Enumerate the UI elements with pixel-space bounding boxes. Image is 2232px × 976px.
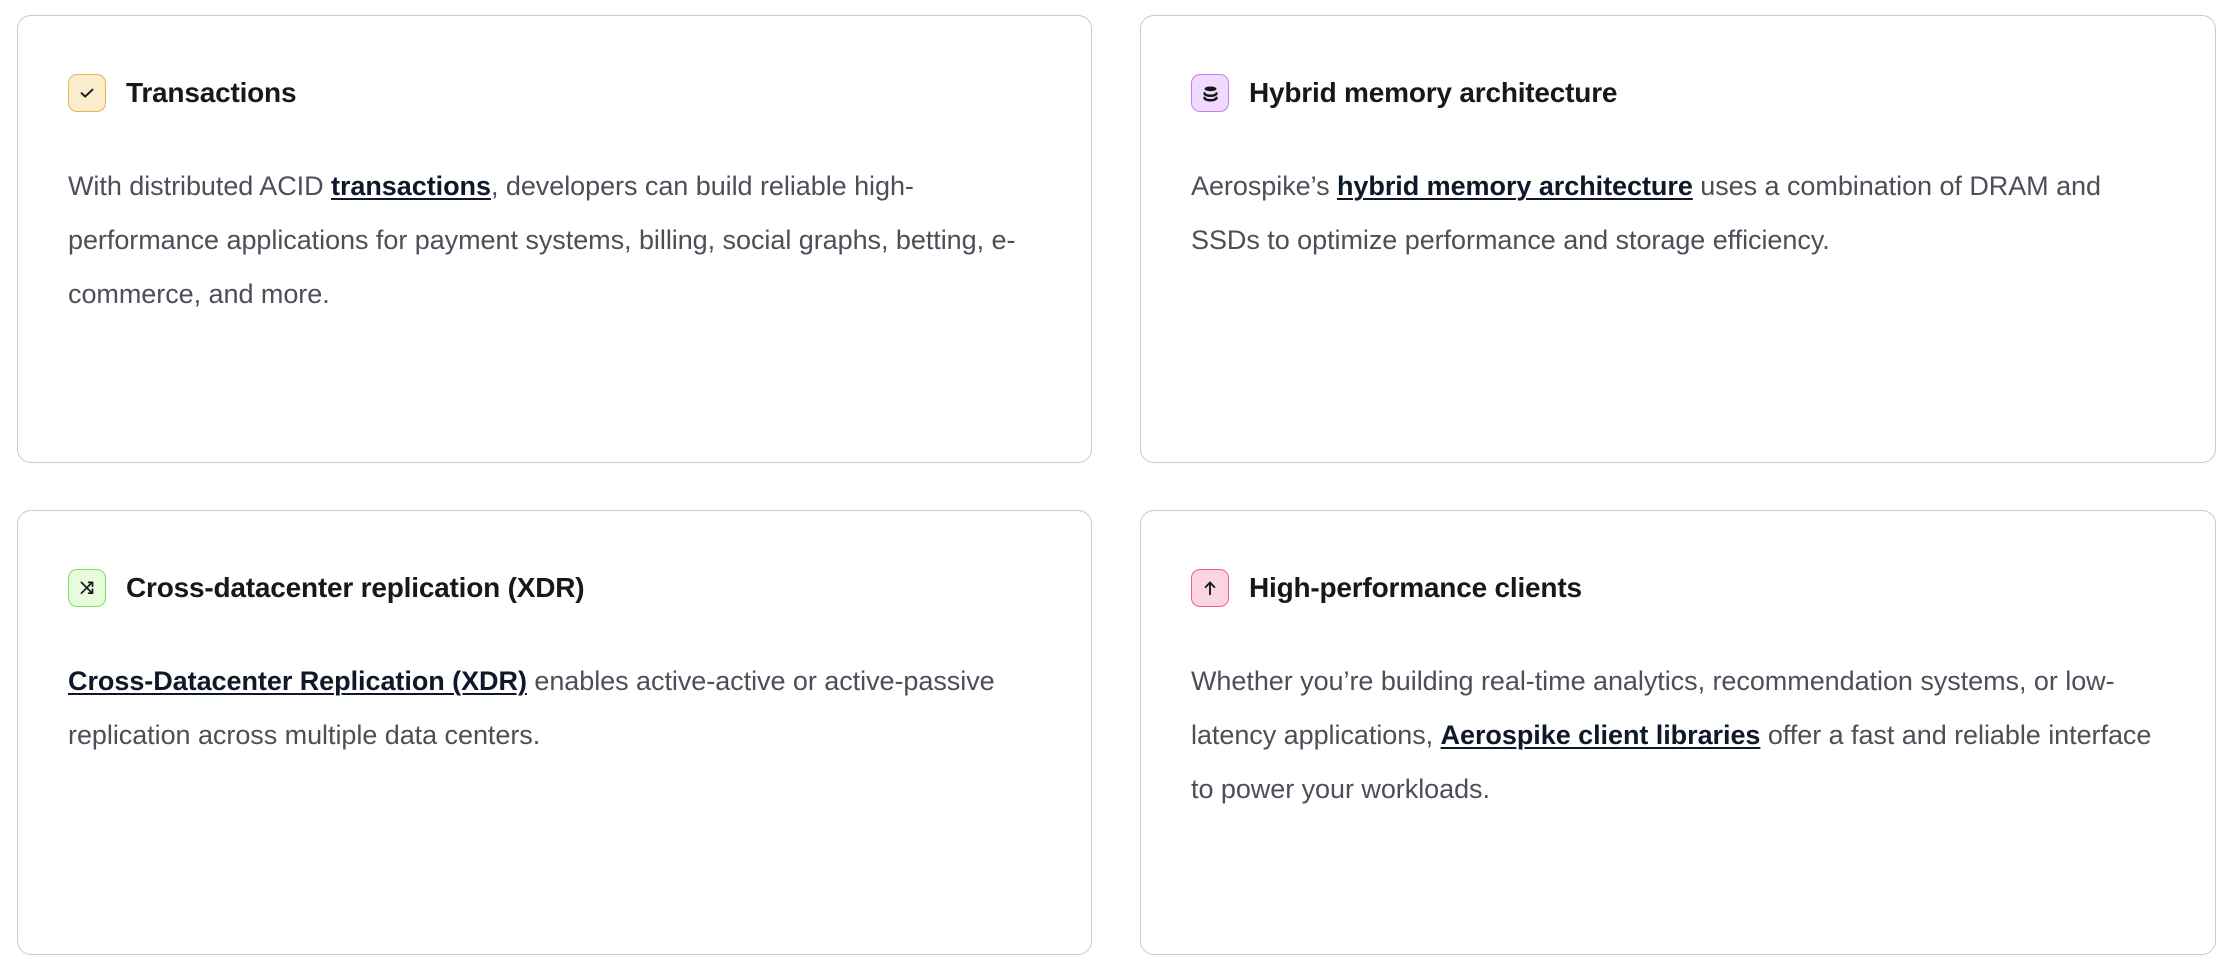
card-high-performance-clients: High-performance clients Whether you’re … xyxy=(1140,510,2216,955)
card-title: Transactions xyxy=(126,76,297,108)
card-body-text-before: Aerospike’s xyxy=(1191,171,1337,201)
card-body: Aerospike’s hybrid memory architecture u… xyxy=(1191,112,2153,267)
card-body: Whether you’re building real-time analyt… xyxy=(1191,607,2153,816)
card-body-link[interactable]: Cross-Datacenter Replication (XDR) xyxy=(68,666,527,696)
card-transactions: Transactions With distributed ACID trans… xyxy=(17,15,1092,463)
card-hybrid-memory-architecture: Hybrid memory architecture Aerospike’s h… xyxy=(1140,15,2216,463)
shuffle-icon xyxy=(68,569,106,607)
card-cross-datacenter-replication: Cross-datacenter replication (XDR) Cross… xyxy=(17,510,1092,955)
card-body: With distributed ACID transactions, deve… xyxy=(68,112,1028,321)
card-header: Transactions xyxy=(68,74,1029,112)
card-title: High-performance clients xyxy=(1249,571,1582,603)
card-body-text-after: enables active-active or active-passive … xyxy=(68,666,995,750)
card-body-text-after: uses a combination of DRAM and SSDs to o… xyxy=(1191,171,2101,255)
card-body-link[interactable]: Aerospike client libraries xyxy=(1440,720,1761,750)
arrow-up-icon xyxy=(1191,569,1229,607)
card-body-text-before: With distributed ACID xyxy=(68,171,331,201)
card-title: Cross-datacenter replication (XDR) xyxy=(126,571,585,603)
database-icon xyxy=(1191,74,1229,112)
card-body-link[interactable]: transactions xyxy=(331,171,491,201)
card-header: High-performance clients xyxy=(1191,569,2153,607)
card-body-link[interactable]: hybrid memory architecture xyxy=(1336,171,1693,201)
card-body-text-after: offer a fast and reliable interface to p… xyxy=(1191,720,2152,804)
card-header: Cross-datacenter replication (XDR) xyxy=(68,569,1029,607)
card-body-text-before: Whether you’re building real-time analyt… xyxy=(1191,666,2115,750)
card-header: Hybrid memory architecture xyxy=(1191,74,2153,112)
card-title: Hybrid memory architecture xyxy=(1249,76,1618,108)
card-body-text-after: , developers can build reliable high-per… xyxy=(68,171,1016,309)
card-body: Cross-Datacenter Replication (XDR) enabl… xyxy=(68,607,1028,762)
check-icon xyxy=(68,74,106,112)
